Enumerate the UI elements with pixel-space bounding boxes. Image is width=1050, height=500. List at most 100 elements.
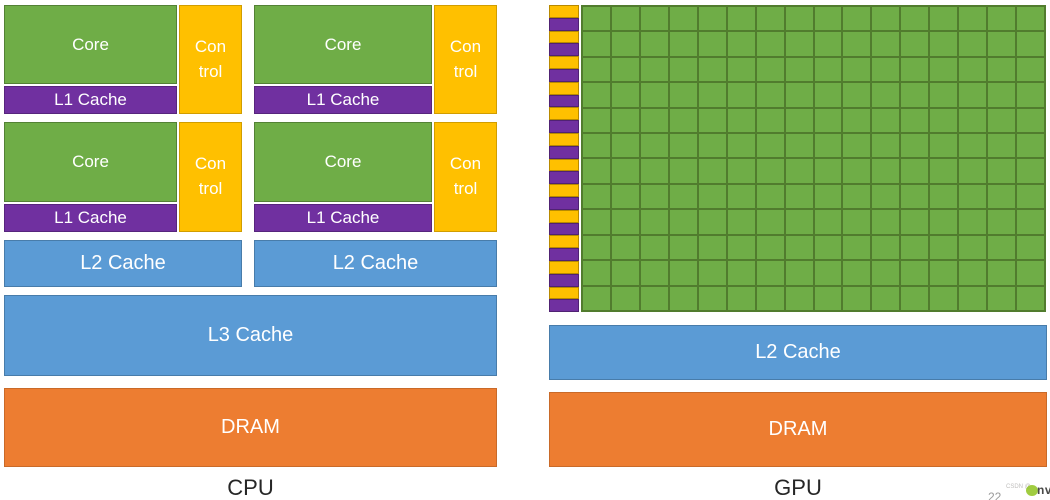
- gpu-core-cell: [988, 235, 1016, 260]
- gpu-core-cell: [583, 210, 610, 234]
- gpu-core-cell: [872, 108, 900, 133]
- gpu-core-cell: [1017, 83, 1044, 107]
- gpu-core-cell: [611, 108, 639, 133]
- cpu-l1-cache-label: L1 Cache: [54, 90, 127, 109]
- cpu-l1-cache: L1 Cache: [254, 204, 432, 232]
- gpu-control-block: [549, 5, 579, 18]
- cpu-l1-cache-label: L1 Cache: [306, 208, 380, 227]
- gpu-core-cell: [930, 235, 958, 260]
- gpu-core-cell: [785, 134, 813, 158]
- gpu-core-cell: [611, 261, 639, 285]
- gpu-core-cell: [814, 235, 842, 260]
- gpu-core-cell: [988, 210, 1016, 234]
- gpu-core-cell: [785, 184, 813, 209]
- gpu-core-cell: [669, 7, 697, 31]
- gpu-l1-cache-block: [549, 196, 579, 210]
- cpu-l1-cache: L1 Cache: [4, 204, 177, 232]
- gpu-core-cell: [640, 108, 668, 133]
- cpu-core: Core: [4, 122, 177, 202]
- gpu-core-cell: [611, 57, 639, 82]
- gpu-core-cell: [611, 7, 639, 31]
- gpu-core-grid: [581, 5, 1046, 312]
- gpu-l1-cache-block: [549, 145, 579, 159]
- gpu-core-cell: [988, 134, 1016, 158]
- gpu-core-cell: [698, 286, 726, 310]
- gpu-core-cell: [698, 261, 726, 285]
- gpu-core-cell: [901, 235, 929, 260]
- gpu-core-cell: [611, 235, 639, 260]
- cpu-control-label-line2: trol: [453, 61, 478, 81]
- cpu-core: Core: [254, 122, 432, 202]
- gpu-core-cell: [640, 261, 668, 285]
- cpu-core: Core: [254, 5, 432, 84]
- gpu-core-cell: [785, 210, 813, 234]
- gpu-core-cell: [930, 57, 958, 82]
- gpu-core-cell: [727, 235, 755, 260]
- cpu-dram-label: DRAM: [221, 416, 280, 438]
- gpu-core-cell: [959, 184, 987, 209]
- gpu-core-cell: [930, 210, 958, 234]
- cpu-core-label: Core: [324, 34, 362, 54]
- gpu-core-cell: [872, 57, 900, 82]
- gpu-core-cell: [785, 235, 813, 260]
- gpu-core-cell: [727, 57, 755, 82]
- gpu-core-cell: [959, 210, 987, 234]
- gpu-core-cell: [583, 286, 610, 310]
- gpu-control-block: [549, 209, 579, 223]
- gpu-core-cell: [640, 235, 668, 260]
- gpu-core-cell: [785, 32, 813, 56]
- gpu-core-cell: [872, 32, 900, 56]
- csdn-logo-icon: [1026, 485, 1038, 496]
- gpu-core-cell: [843, 32, 871, 56]
- cpu-l3-cache-label: L3 Cache: [207, 324, 294, 346]
- gpu-core-cell: [959, 32, 987, 56]
- gpu-core-cell: [756, 7, 784, 31]
- gpu-core-cell: [930, 108, 958, 133]
- cpu-control-label-line2: trol: [198, 61, 223, 81]
- gpu-core-cell: [756, 286, 784, 310]
- gpu-core-cell: [872, 134, 900, 158]
- gpu-core-cell: [611, 134, 639, 158]
- gpu-core-cell: [843, 184, 871, 209]
- gpu-core-cell: [583, 134, 610, 158]
- gpu-l2-cache-label: L2 Cache: [755, 341, 841, 363]
- gpu-core-cell: [698, 7, 726, 31]
- gpu-core-cell: [959, 235, 987, 260]
- cpu-l2-cache-label: L2 Cache: [332, 252, 419, 274]
- gpu-control-block: [549, 81, 579, 95]
- gpu-core-cell: [1017, 57, 1044, 82]
- gpu-core-cell: [669, 184, 697, 209]
- gpu-core-cell: [814, 83, 842, 107]
- gpu-control-block: [549, 184, 579, 197]
- gpu-core-cell: [583, 159, 610, 183]
- gpu-core-cell: [959, 261, 987, 285]
- gpu-l1-cache-block: [549, 273, 579, 287]
- gpu-core-cell: [785, 83, 813, 107]
- gpu-core-cell: [901, 32, 929, 56]
- gpu-core-cell: [669, 32, 697, 56]
- cpu-core-block: Core L1 Cache Con trol: [254, 5, 497, 114]
- gpu-core-cell: [756, 261, 784, 285]
- gpu-control-block: [549, 158, 579, 172]
- gpu-control-l1-column: [549, 5, 579, 313]
- gpu-core-cell: [930, 83, 958, 107]
- gpu-core-cell: [698, 32, 726, 56]
- gpu-core-cell: [930, 134, 958, 158]
- gpu-core-cell: [988, 83, 1016, 107]
- gpu-dram-label: DRAM: [768, 418, 828, 440]
- cpu-core-block-left: Core L1 Cache: [4, 122, 177, 232]
- gpu-core-cell: [756, 57, 784, 82]
- cpu-control-unit: Con trol: [434, 122, 497, 232]
- gpu-core-cell: [640, 32, 668, 56]
- gpu-core-cell: [785, 286, 813, 310]
- gpu-core-cell: [583, 261, 610, 285]
- gpu-core-cell: [814, 7, 842, 31]
- gpu-core-cell: [814, 32, 842, 56]
- gpu-l1-cache-block: [549, 248, 579, 261]
- gpu-core-cell: [727, 159, 755, 183]
- gpu-core-cell: [1017, 261, 1044, 285]
- cpu-l3-cache: L3 Cache: [4, 295, 497, 376]
- gpu-core-cell: [988, 108, 1016, 133]
- cpu-control-label-line2: trol: [453, 179, 478, 198]
